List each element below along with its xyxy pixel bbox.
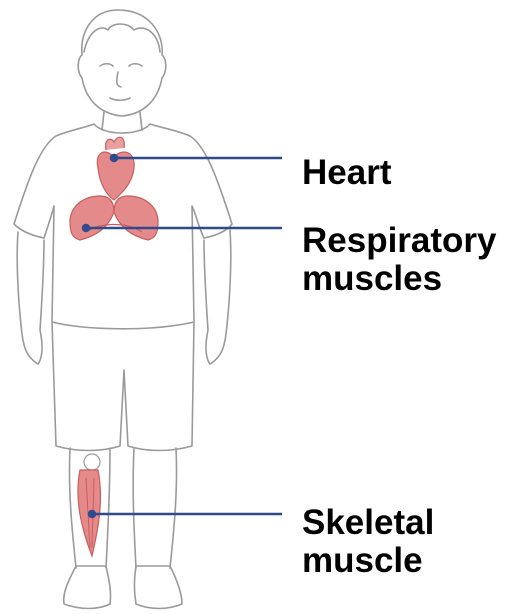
right-shoe-outline (135, 566, 183, 609)
skeletal-leader-dot (89, 511, 95, 517)
right-leg-outline (133, 448, 176, 568)
respiratory-muscles-label: Respiratory muscles (302, 222, 497, 298)
left-arm-outline (17, 232, 44, 364)
respiratory-label-line-2: muscles (302, 260, 497, 298)
skeletal-label-line-1: Skeletal (302, 504, 434, 542)
respiratory-leader-dot (83, 225, 89, 231)
left-shoe-outline (64, 566, 111, 609)
heart-leader-dot (111, 155, 117, 161)
face-features (100, 64, 142, 101)
lungs-diaphragm-illustration (70, 196, 158, 240)
heart-label-line-1: Heart (302, 154, 391, 192)
heart-label: Heart (302, 154, 391, 192)
skeletal-label-line-2: muscle (302, 542, 434, 580)
shorts-outline (52, 322, 194, 451)
heart-illustration (97, 137, 134, 200)
skeletal-muscle-label: Skeletal muscle (302, 504, 434, 580)
respiratory-label-line-1: Respiratory (302, 222, 497, 260)
neck-outline (102, 112, 142, 130)
leg-muscle-illustration (78, 454, 101, 556)
right-arm-outline (204, 230, 231, 364)
hair-outline (84, 24, 160, 52)
